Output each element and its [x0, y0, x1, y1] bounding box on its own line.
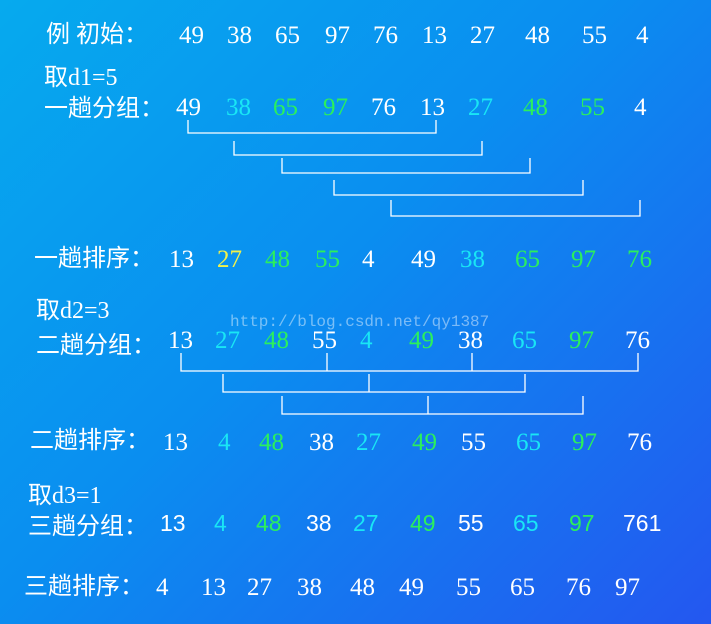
number-pass1-group-6: 13: [420, 94, 445, 121]
bracket-p2-g1: [180, 353, 639, 372]
step-d1-label: 取d1=5: [44, 65, 118, 91]
number-pass1-group-5: 76: [371, 94, 396, 121]
number-pass3-sort-8: 65: [510, 574, 535, 601]
number-pass3-sort-10: 97: [615, 574, 640, 601]
number-pass1-sort-7: 38: [460, 246, 485, 273]
number-pass3-group-7: 55: [458, 510, 484, 536]
number-initial-4: 97: [325, 22, 350, 49]
number-pass3-group-5: 27: [353, 510, 379, 536]
number-pass1-sort-5: 4: [362, 246, 375, 273]
number-initial-6: 13: [422, 22, 447, 49]
number-pass3-sort-1: 4: [156, 574, 169, 601]
number-pass3-sort-7: 55: [456, 574, 481, 601]
number-initial-8: 48: [525, 22, 550, 49]
number-pass2-sort-9: 97: [572, 429, 597, 456]
number-pass1-sort-3: 48: [265, 246, 290, 273]
number-pass3-sort-6: 49: [399, 574, 424, 601]
row-label-pass1-group: 一趟分组：: [44, 96, 164, 122]
number-pass3-sort-9: 76: [566, 574, 591, 601]
number-pass1-group-2: 38: [226, 94, 251, 121]
row-label-pass3-group: 三趟分组：: [28, 514, 148, 540]
number-pass1-group-4: 97: [323, 94, 348, 121]
bracket-p1-g5: [390, 200, 641, 217]
number-pass2-group-9: 97: [569, 327, 594, 354]
number-initial-5: 76: [373, 22, 398, 49]
number-pass1-group-10: 4: [634, 94, 647, 121]
number-pass3-sort-5: 48: [350, 574, 375, 601]
number-pass1-sort-2: 27: [217, 246, 242, 273]
number-pass3-sort-2: 13: [201, 574, 226, 601]
number-pass2-sort-7: 55: [461, 429, 486, 456]
bracket-p2-g3: [281, 396, 584, 415]
number-pass1-sort-1: 13: [169, 246, 194, 273]
number-pass3-sort-4: 38: [297, 574, 322, 601]
number-pass1-group-3: 65: [273, 94, 298, 121]
number-pass3-group-8: 65: [513, 510, 539, 536]
number-pass1-sort-8: 65: [515, 246, 540, 273]
row-label-pass2-group: 二趟分组：: [36, 333, 156, 359]
number-pass1-sort-6: 49: [411, 246, 436, 273]
number-pass3-sort-3: 27: [247, 574, 272, 601]
number-pass3-group-3: 48: [256, 510, 282, 536]
number-pass2-sort-10: 76: [627, 429, 652, 456]
number-pass1-group-8: 48: [523, 94, 548, 121]
row-label-initial: 例 初始：: [46, 22, 148, 48]
number-pass2-group-10: 76: [625, 327, 650, 354]
number-pass2-sort-3: 48: [259, 429, 284, 456]
number-initial-7: 27: [470, 22, 495, 49]
bracket-p2-g2: [222, 374, 526, 393]
number-pass3-group-1: 13: [160, 510, 186, 536]
bracket-p1-g2: [233, 141, 483, 156]
row-label-pass1-sort: 一趟排序：: [34, 246, 154, 272]
number-pass1-sort-4: 55: [315, 246, 340, 273]
number-pass2-group-4: 55: [312, 327, 337, 354]
row-label-pass3-sort: 三趟排序：: [24, 574, 144, 600]
number-pass3-group-9: 97: [569, 510, 595, 536]
number-pass1-sort-10: 76: [627, 246, 652, 273]
watermark: http://blog.csdn.net/qy1387: [230, 313, 490, 331]
number-pass3-group-4: 38: [306, 510, 332, 536]
number-pass2-sort-8: 65: [516, 429, 541, 456]
number-pass2-group-6: 49: [409, 327, 434, 354]
number-pass2-group-2: 27: [215, 327, 240, 354]
number-pass2-sort-6: 49: [412, 429, 437, 456]
number-pass2-sort-2: 4: [218, 429, 231, 456]
number-pass3-group-2: 4: [214, 510, 227, 536]
number-pass1-group-1: 49: [176, 94, 201, 121]
number-pass2-group-3: 48: [264, 327, 289, 354]
number-pass2-sort-1: 13: [163, 429, 188, 456]
number-pass2-sort-4: 38: [309, 429, 334, 456]
number-pass2-group-5: 4: [360, 327, 373, 354]
number-initial-3: 65: [275, 22, 300, 49]
bracket-p1-g3: [281, 158, 531, 174]
number-pass2-group-8: 65: [512, 327, 537, 354]
number-initial-2: 38: [227, 22, 252, 49]
number-initial-1: 49: [179, 22, 204, 49]
row-label-pass2-sort: 二趟排序：: [30, 428, 150, 454]
number-pass3-group-10: 761: [623, 510, 662, 536]
number-pass1-sort-9: 97: [571, 246, 596, 273]
number-pass2-group-7: 38: [458, 327, 483, 354]
number-pass1-group-7: 27: [468, 94, 493, 121]
step-d2-label: 取d2=3: [36, 298, 110, 324]
number-pass3-group-6: 49: [410, 510, 436, 536]
number-initial-10: 4: [636, 22, 649, 49]
bracket-p1-g4: [333, 180, 584, 196]
number-initial-9: 55: [582, 22, 607, 49]
number-pass1-group-9: 55: [580, 94, 605, 121]
step-d3-label: 取d3=1: [28, 483, 102, 509]
bracket-p1-g1: [187, 120, 437, 134]
number-pass2-group-1: 13: [168, 327, 193, 354]
number-pass2-sort-5: 27: [356, 429, 381, 456]
